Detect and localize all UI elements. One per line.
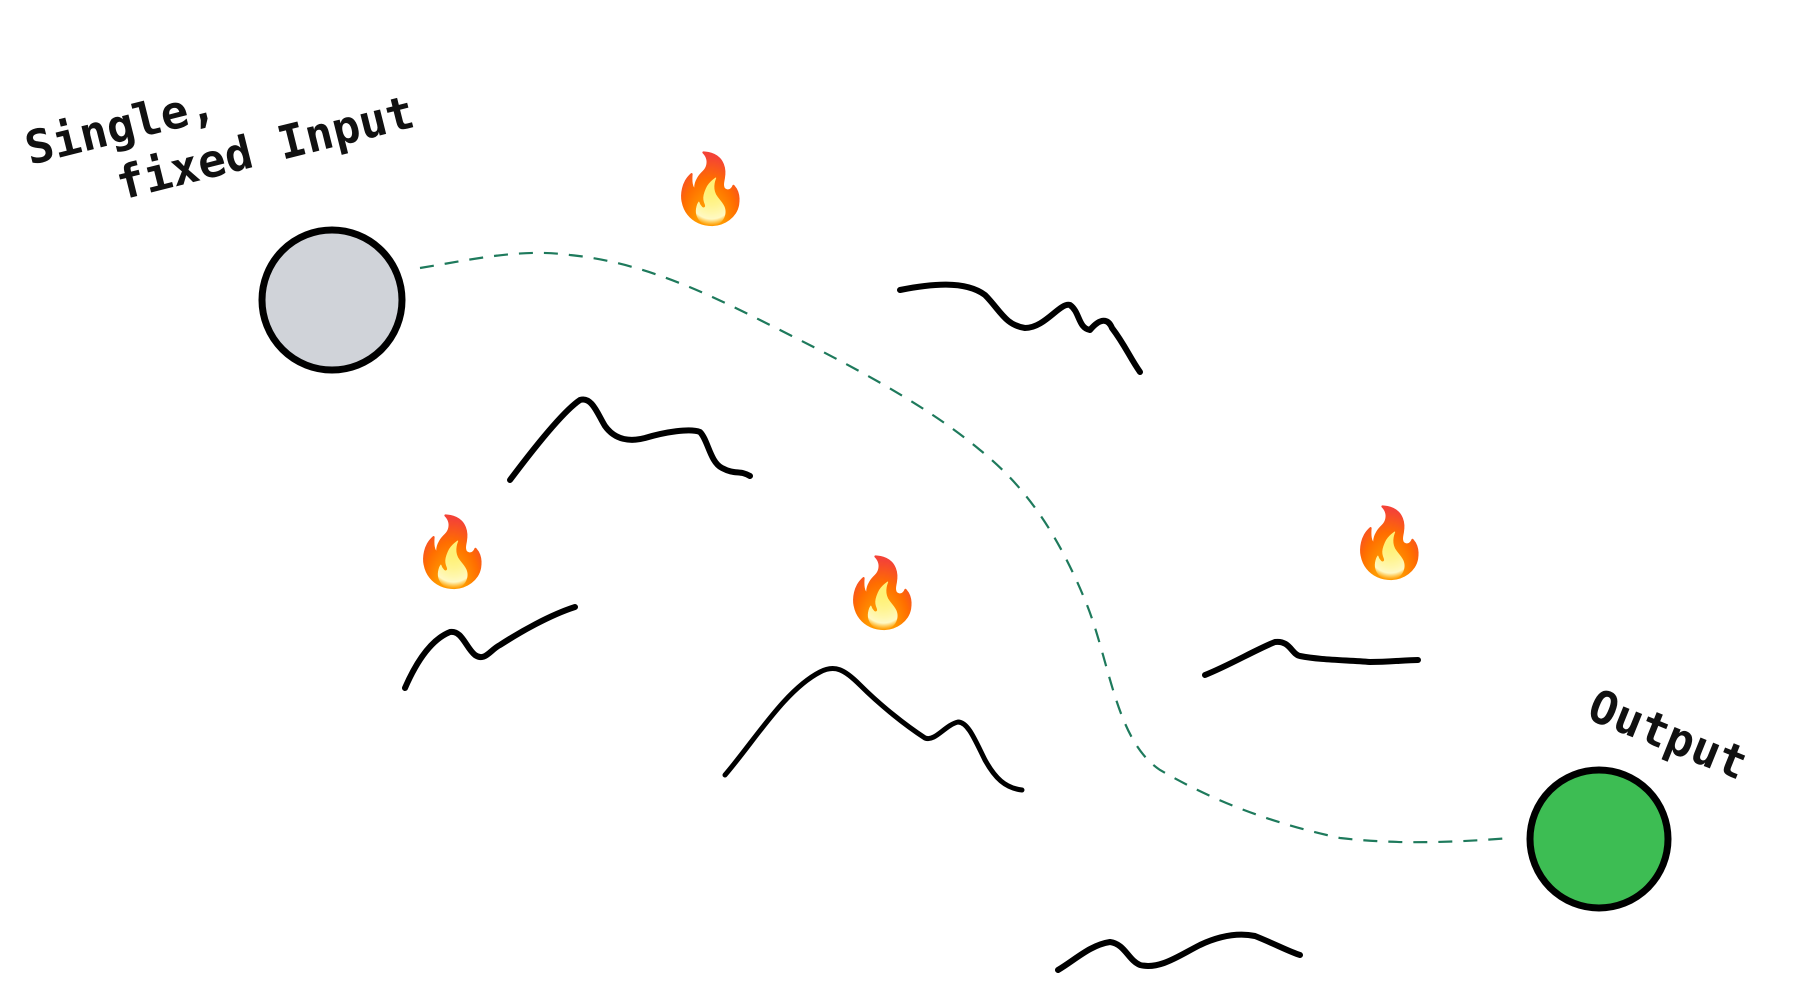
input-node (258, 226, 406, 374)
fire-icon: 🔥 (668, 150, 753, 229)
input-label: Single, fixed Input (20, 76, 420, 210)
fire-icon: 🔥 (410, 513, 495, 592)
mountain-icon (722, 666, 1025, 793)
mountain-icon (507, 396, 753, 483)
fire-icon: 🔥 (840, 554, 925, 633)
mountain-icon (1202, 638, 1421, 678)
output-node (1526, 766, 1672, 912)
fire-icon: 🔥 (1347, 504, 1432, 583)
mountain-icon (1055, 931, 1303, 973)
mountain-icon (402, 604, 578, 691)
optimization-path (419, 251, 1511, 844)
mountain-icon (897, 281, 1143, 375)
